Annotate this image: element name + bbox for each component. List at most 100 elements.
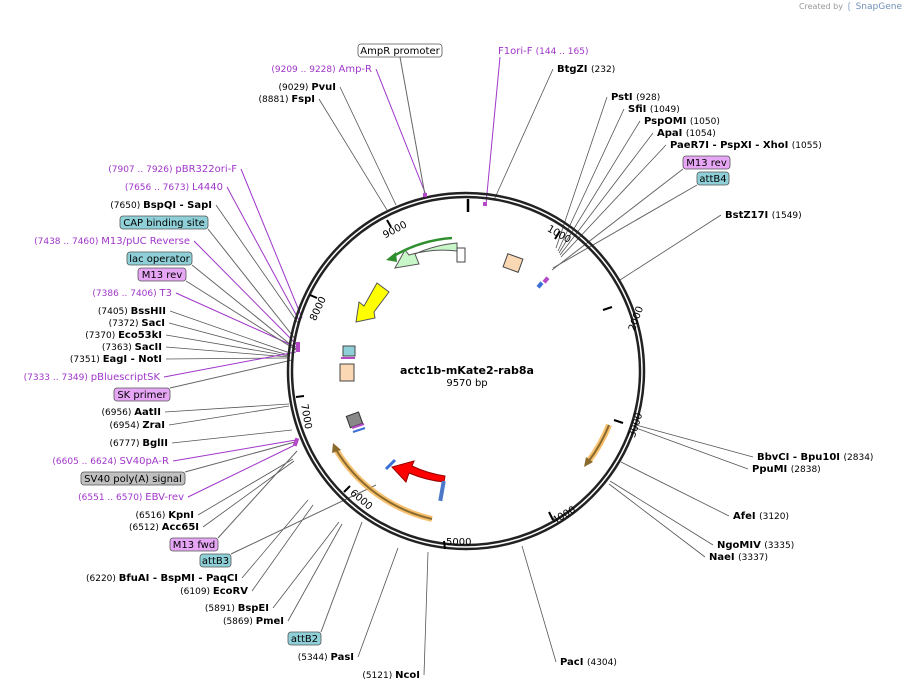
enzyme-label: AfeI (3120): [733, 511, 789, 522]
feature-tag[interactable]: attB3: [199, 553, 232, 568]
enzyme-label: (5344) PasI: [298, 652, 354, 663]
enzyme-label: PpuMI (2838): [752, 464, 821, 475]
enzyme-site[interactable]: (7372) SacI: [109, 318, 165, 329]
orange-arc-right-head: [584, 457, 593, 467]
enzyme-site[interactable]: NaeI (3337): [709, 552, 768, 563]
enzyme-site[interactable]: (7363) SacII: [102, 342, 162, 353]
leader-line: [172, 439, 297, 462]
enzyme-site[interactable]: (9029) PvuI: [279, 82, 336, 93]
primer-site[interactable]: (7333 .. 7349) pBluescriptSK: [24, 372, 161, 383]
enzyme-site[interactable]: BtgZI (232): [557, 64, 615, 75]
leader-line: [165, 334, 290, 357]
feature-tag[interactable]: SK primer: [113, 387, 171, 402]
leader-line: [168, 322, 290, 356]
enzyme-site[interactable]: PacI (4304): [560, 657, 617, 668]
enzyme-site[interactable]: ApaI (1054): [657, 128, 716, 139]
feature-tag[interactable]: lac operator: [126, 251, 193, 266]
primer-site[interactable]: (7656 .. 7673) L4440: [125, 182, 223, 193]
enzyme-site[interactable]: (6516) KpnI: [135, 510, 194, 521]
outer-labels: BtgZI (232) PstI (928)SfiI (1049)PspOMI (…: [24, 43, 873, 681]
enzyme-site[interactable]: (6777) BglII: [110, 438, 168, 449]
tol2-left-end-box: [339, 363, 355, 382]
enzyme-label: BbvCI - Bpu10I (2834): [757, 452, 873, 463]
leader-line: [230, 484, 377, 555]
feature-tag-box: [80, 471, 186, 486]
feature-tag[interactable]: AmpR promoter: [357, 43, 443, 58]
feature-tag[interactable]: attB4: [696, 171, 730, 186]
enzyme-site[interactable]: (6956) AatII: [101, 407, 161, 418]
enzyme-site[interactable]: (6220) BfuAI - BspMI - PaqCI: [86, 573, 238, 584]
enzyme-label: (5891) BspEI: [205, 603, 269, 614]
feature-tag-label: attB2: [291, 634, 318, 645]
feature-tag-label: SK primer: [117, 390, 167, 401]
primer-label: (9209 .. 9228) Amp-R: [271, 64, 372, 75]
leader-line: [251, 504, 314, 592]
enzyme-site[interactable]: (5891) BspEI: [205, 603, 269, 614]
enzyme-site[interactable]: PstI (928): [611, 92, 660, 103]
primer-site[interactable]: (7386 .. 7406) T3: [92, 288, 172, 299]
enzyme-site[interactable]: AfeI (3120): [733, 511, 789, 522]
feature-tag[interactable]: attB2: [287, 631, 322, 646]
enzyme-site[interactable]: (5344) PasI: [298, 652, 354, 663]
attb1-box: [438, 480, 446, 502]
enzyme-label: (9029) PvuI: [279, 82, 336, 93]
primer-label: F1ori-F (144 .. 165): [498, 46, 589, 57]
leader-line: [165, 357, 290, 360]
leader-line: [287, 523, 343, 622]
leader-line: [551, 168, 684, 271]
feature-tag[interactable]: M13 fwd: [169, 537, 219, 552]
enzyme-site[interactable]: NgoMIV (3335): [717, 540, 794, 551]
enzyme-site[interactable]: (7351) EagI - NotI: [70, 354, 162, 365]
leader-line: [521, 545, 557, 663]
feature-tag-label: M13 rev: [142, 270, 183, 281]
feature-tag[interactable]: M13 rev: [682, 155, 731, 170]
enzyme-site[interactable]: PpuMI (2838): [752, 464, 821, 475]
enzyme-site[interactable]: (7650) BspQI - SapI: [110, 200, 212, 211]
enzyme-site[interactable]: BbvCI - Bpu10I (2834): [757, 452, 873, 463]
leader-line: [197, 458, 294, 516]
enzyme-label: (7650) BspQI - SapI: [110, 200, 212, 211]
enzyme-site[interactable]: (5869) PmeI: [223, 616, 284, 627]
leader-line: [202, 460, 295, 528]
enzyme-site[interactable]: (6954) ZraI: [110, 420, 165, 431]
leader-line: [168, 405, 290, 426]
primer-site[interactable]: (7907 .. 7926) pBR322ori-F: [108, 164, 237, 175]
enzyme-site[interactable]: PspOMI (1050): [644, 116, 720, 127]
enzyme-site[interactable]: (7370) Eco53kI: [85, 330, 162, 341]
tick-label: 8000: [308, 295, 329, 323]
leader-line: [163, 351, 297, 378]
enzyme-site[interactable]: (6109) EcoRV: [180, 586, 248, 597]
primer-site[interactable]: (6605 .. 6624) SV40pA-R: [52, 456, 169, 467]
credit-prefix: Created by: [798, 2, 843, 11]
leader-line: [191, 264, 297, 350]
enzyme-site[interactable]: (7405) BssHII: [98, 306, 166, 317]
enzyme-label: (5121) NcoI: [362, 670, 420, 681]
leader-line: [609, 480, 714, 546]
enzyme-site[interactable]: BstZ17I (1549): [725, 210, 802, 221]
primer-site[interactable]: (7438 .. 7460) M13/pUC Reverse: [34, 236, 190, 247]
enzyme-site[interactable]: (8881) FspI: [259, 94, 315, 105]
enzyme-site[interactable]: PaeR7I - PspXI - XhoI (1055): [670, 140, 822, 151]
snapgene-credit: Created by ❲ SnapGene: [799, 2, 902, 12]
primer-site[interactable]: (9209 .. 9228) Amp-R: [271, 64, 372, 75]
attb3-marker-2: [352, 427, 366, 433]
feature-tag[interactable]: M13 rev: [137, 267, 187, 282]
primer-site[interactable]: (6551 .. 6570) EBV-rev: [78, 492, 184, 503]
enzyme-site[interactable]: (5121) NcoI: [362, 670, 420, 681]
tick-marks: [295, 219, 624, 550]
feature-tag-box: [696, 171, 730, 186]
enzyme-site[interactable]: (6512) Acc65I: [129, 522, 199, 533]
primer-site[interactable]: F1ori-F (144 .. 165): [498, 46, 589, 57]
feature-tag-box: [357, 43, 443, 58]
enzyme-site[interactable]: SfiI (1049): [628, 104, 680, 115]
leader-line: [184, 441, 296, 473]
leader-line: [320, 521, 363, 633]
credit-brand: SnapGene: [855, 2, 902, 12]
enzyme-label: (7363) SacII: [102, 342, 162, 353]
feature-tag-label: AmpR promoter: [360, 46, 440, 57]
feature-tag-label: SV40 poly(A) signal: [84, 474, 182, 485]
tick-label: 4000: [550, 505, 578, 527]
feature-tag-box: [119, 215, 209, 230]
feature-tag[interactable]: CAP binding site: [119, 215, 209, 230]
feature-tag[interactable]: SV40 poly(A) signal: [80, 471, 186, 486]
